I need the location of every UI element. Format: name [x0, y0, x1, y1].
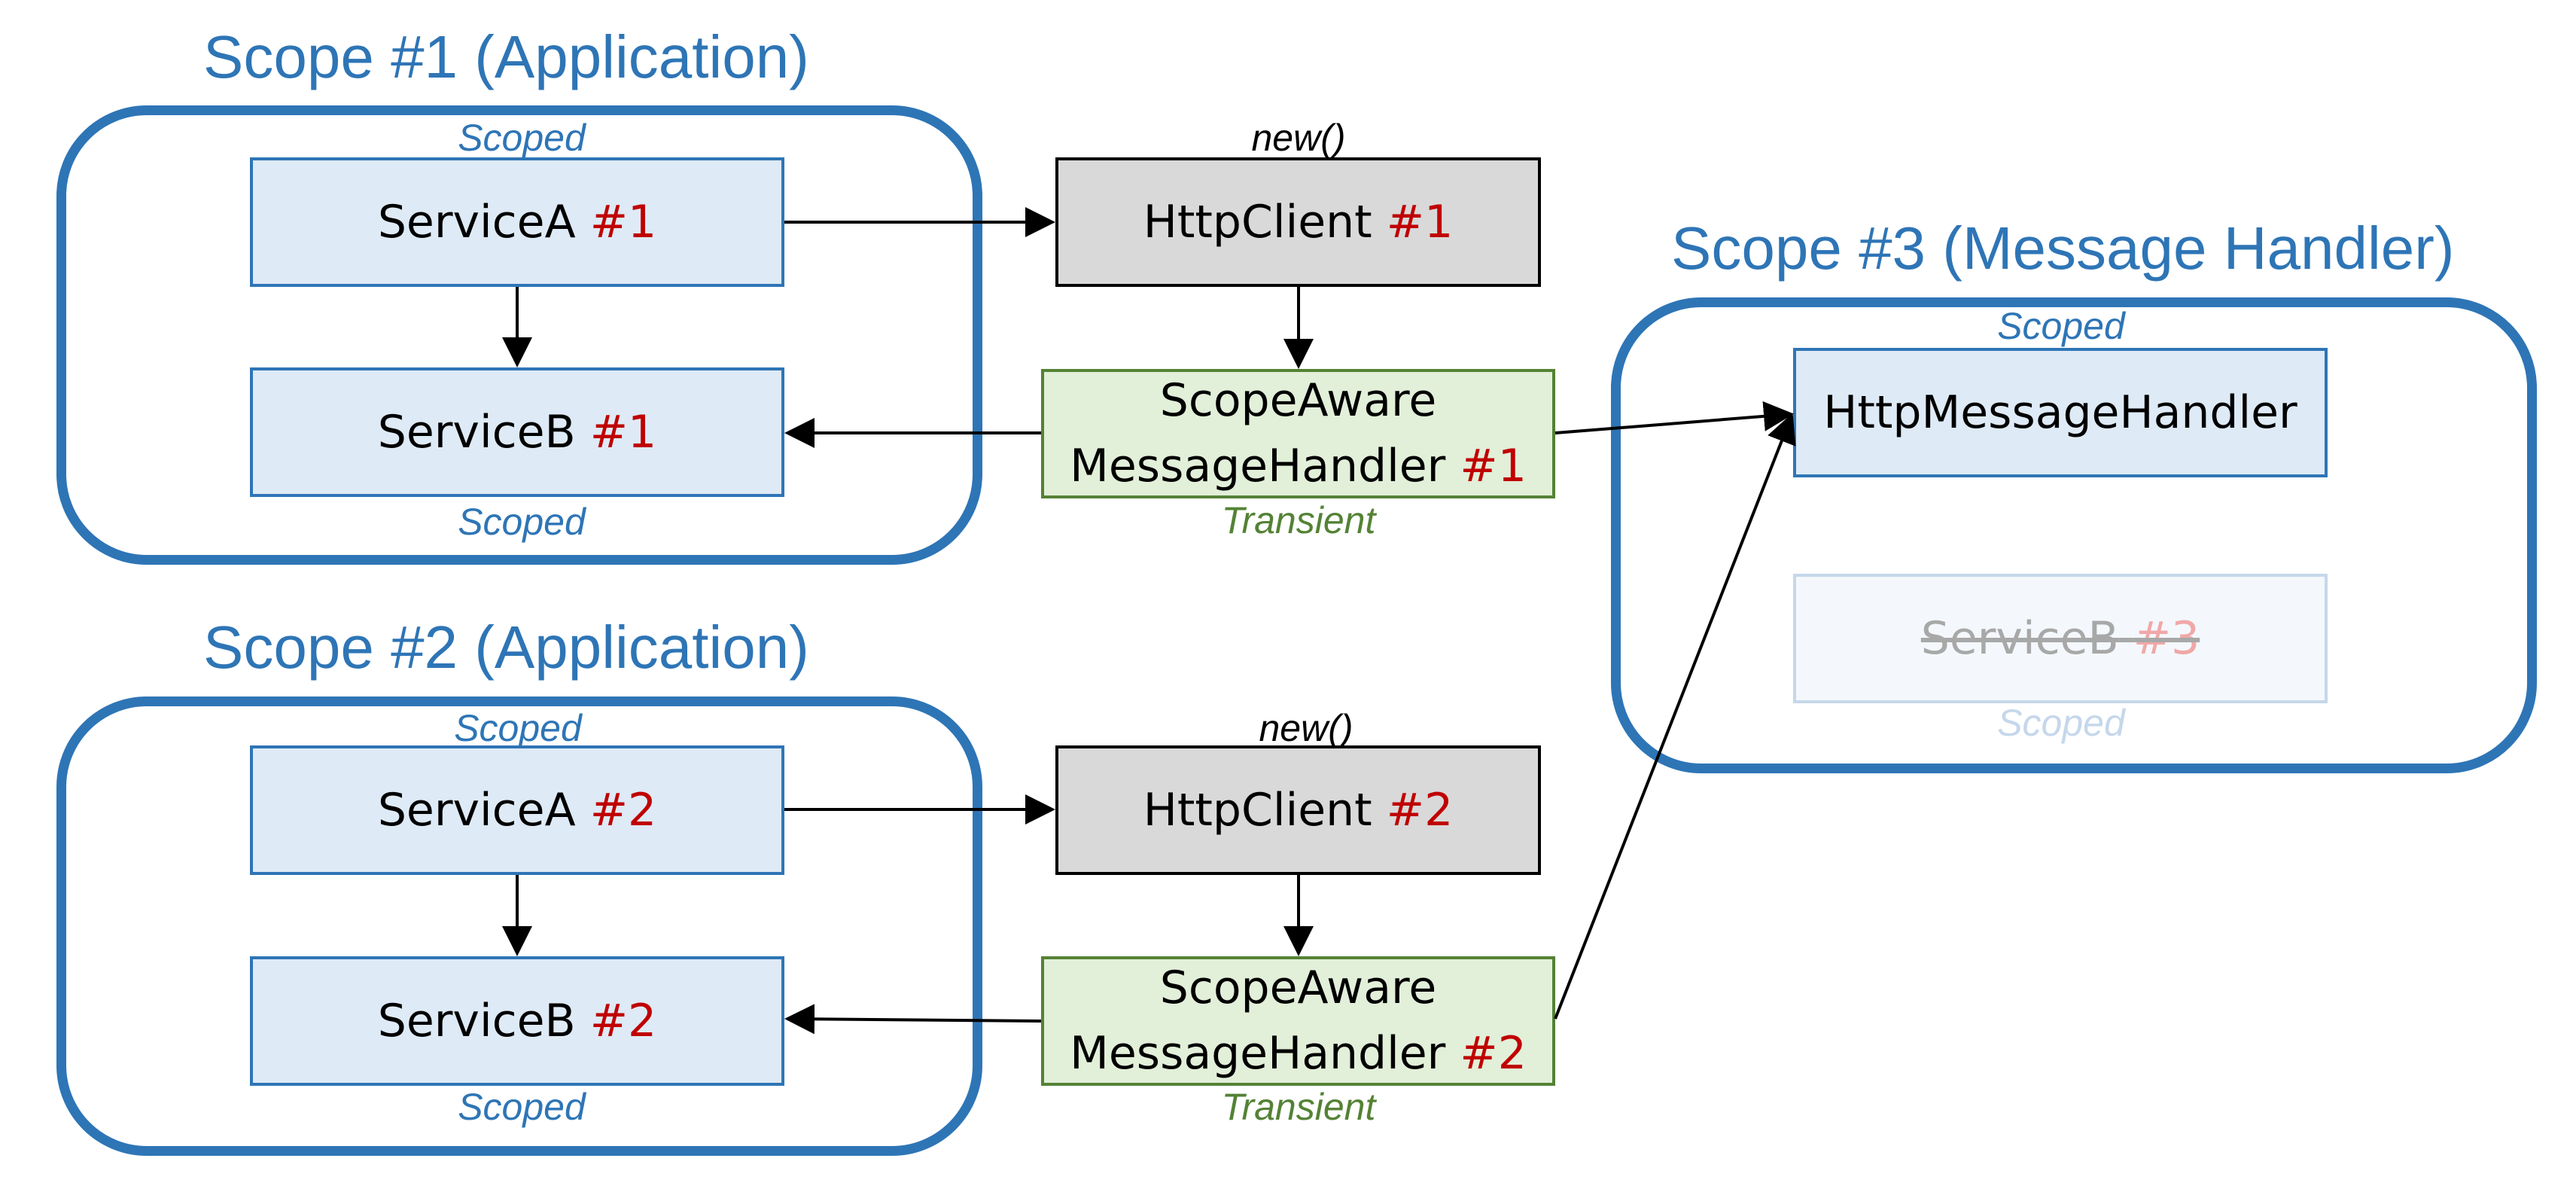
scope-3-frame	[1611, 297, 2537, 773]
scope-aware-handler-2-line2: MessageHandler	[1070, 1027, 1446, 1080]
http-client-1-instance: #1	[1386, 195, 1454, 248]
scope-aware-handler-1-instance: #1	[1460, 440, 1527, 492]
scope-1-frame	[56, 105, 982, 565]
service-b-1-instance: #1	[589, 405, 657, 459]
scope-aware-handler-2-line1: ScopeAware	[1159, 962, 1437, 1014]
service-a-2-instance: #2	[589, 783, 657, 837]
http-client-2-instance: #2	[1386, 783, 1454, 837]
http-client-1-creation-tag: new()	[1251, 117, 1346, 159]
service-b-1-label: ServiceB	[377, 405, 576, 459]
scope-3-title: Scope #3 (Message Handler)	[1671, 215, 2455, 282]
service-a-2-label: ServiceA	[377, 783, 576, 837]
scope-aware-handler-1-line1: ScopeAware	[1159, 374, 1437, 427]
service-a-1-label: ServiceA	[377, 195, 576, 248]
http-client-2-node[interactable]: HttpClient #2	[1055, 745, 1541, 875]
service-a-2-lifetime-tag: Scoped	[454, 707, 582, 749]
scope-2-frame	[56, 697, 982, 1156]
http-client-1-label: HttpClient	[1143, 195, 1372, 248]
http-message-handler-lifetime-tag: Scoped	[1997, 305, 2125, 347]
service-b-3-lifetime-tag: Scoped	[1997, 702, 2125, 744]
service-b-1-node[interactable]: ServiceB #1	[250, 367, 784, 497]
arrow-handler-2-to-service-b-2	[784, 1004, 1042, 1035]
scope-1-title: Scope #1 (Application)	[203, 23, 809, 90]
service-b-2-lifetime-tag: Scoped	[458, 1086, 586, 1128]
scope-aware-handler-2-lifetime-tag: Transient	[1221, 1086, 1376, 1128]
service-b-1-lifetime-tag: Scoped	[458, 501, 586, 543]
arrow-handler-2-to-http-message-handler	[1554, 413, 1796, 1020]
scope-aware-handler-1-line2: MessageHandler	[1070, 440, 1446, 492]
scope-aware-handler-1-lifetime-tag: Transient	[1221, 499, 1376, 541]
service-b-2-label: ServiceB	[377, 994, 576, 1047]
http-message-handler-node[interactable]: HttpMessageHandler	[1793, 348, 2328, 477]
scope-aware-handler-2-instance: #2	[1460, 1027, 1527, 1080]
service-b-3-instance: #3	[2133, 611, 2200, 665]
http-client-1-node[interactable]: HttpClient #1	[1055, 157, 1541, 287]
http-client-2-label: HttpClient	[1143, 783, 1372, 837]
service-a-1-instance: #1	[589, 195, 657, 248]
service-b-3-node: ServiceB #3	[1793, 574, 2328, 703]
scope-2-title: Scope #2 (Application)	[203, 614, 809, 681]
http-client-2-creation-tag: new()	[1259, 707, 1353, 749]
service-a-2-node[interactable]: ServiceA #2	[250, 745, 784, 875]
service-a-1-lifetime-tag: Scoped	[458, 117, 586, 159]
service-a-1-node[interactable]: ServiceA #1	[250, 157, 784, 287]
service-b-2-instance: #2	[589, 994, 657, 1047]
service-b-2-node[interactable]: ServiceB #2	[250, 956, 784, 1086]
http-message-handler-label: HttpMessageHandler	[1823, 386, 2297, 439]
arrow-handler-1-to-http-message-handler	[1554, 401, 1794, 434]
service-b-3-label: ServiceB	[1920, 611, 2119, 665]
